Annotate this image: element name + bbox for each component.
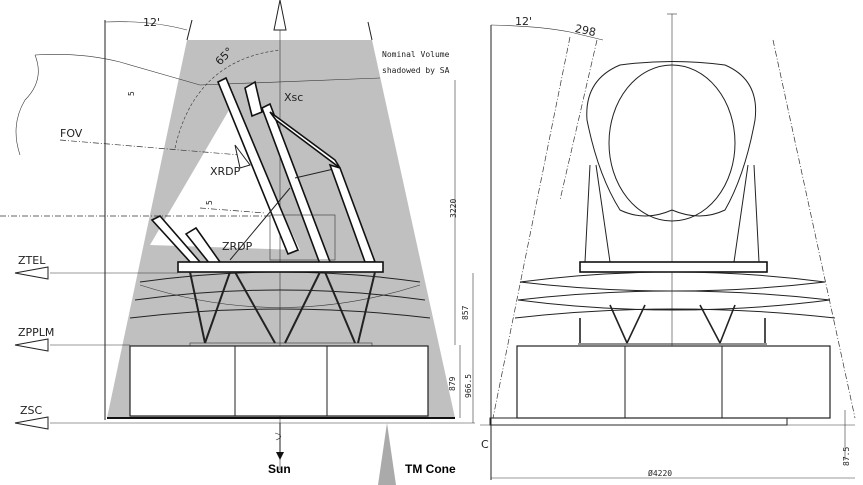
up-arrow-icon xyxy=(273,0,287,31)
dimension-857: 857 xyxy=(461,305,470,320)
bipods xyxy=(189,271,376,344)
datum-label: C xyxy=(481,438,489,451)
fov-label: FOV xyxy=(60,127,83,140)
service-module xyxy=(107,345,455,419)
dimension-diameter: Ø4220 xyxy=(648,468,672,478)
zrdp-axis-label: ZRDP xyxy=(222,240,253,253)
telescope-structure xyxy=(150,76,377,265)
telescope-front xyxy=(584,61,760,263)
sun-label: Sun xyxy=(268,462,291,476)
rotation-icon xyxy=(274,432,282,441)
angle-label: 12' xyxy=(143,16,160,29)
xsc-axis-label: Xsc xyxy=(284,91,303,104)
offset-label: 5 xyxy=(205,200,214,205)
ztel-axis-label: ZTEL xyxy=(18,254,46,267)
dimension-966: 966.5 xyxy=(464,374,473,398)
fov-clear-region xyxy=(150,105,300,250)
dimension-879: 879 xyxy=(448,376,457,391)
side-view: 12' 65° Nominal Volume shadowed by SA Xs… xyxy=(0,0,475,485)
shadow-label-line1: Nominal Volume xyxy=(382,50,450,59)
offset-label: 5 xyxy=(127,91,136,96)
optical-bench xyxy=(177,261,384,273)
zpplm-axis-label: ZPPLM xyxy=(18,326,54,339)
dimension-3220: 3220 xyxy=(449,199,458,218)
zsc-arrow-icon xyxy=(14,416,49,430)
shadow-label-line2: shadowed by SA xyxy=(382,66,450,75)
tm-cone-label: TM Cone xyxy=(405,462,456,476)
dimension-298: 298 xyxy=(574,22,597,39)
sun-arrow-icon xyxy=(276,452,284,460)
tm-cone-icon xyxy=(378,423,396,485)
sunshield-front xyxy=(514,271,836,319)
front-view: 12' 298 87.5 Ø4220 C xyxy=(480,13,856,480)
angle-label: 12' xyxy=(515,15,532,28)
zpplm-arrow-icon xyxy=(14,338,49,352)
xrdp-axis-label: XRDP xyxy=(210,165,241,178)
zsc-axis-label: ZSC xyxy=(20,404,43,417)
ztel-arrow-icon xyxy=(14,266,49,280)
dimension-87-5: 87.5 xyxy=(842,447,851,466)
